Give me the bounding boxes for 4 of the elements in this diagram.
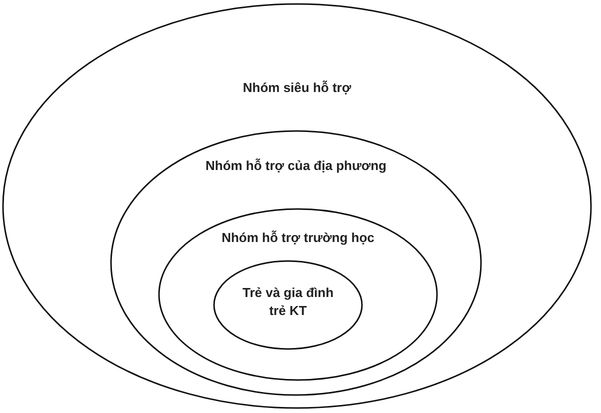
group-label: Nhóm hỗ trợ của địa phương xyxy=(204,157,388,175)
group-label: Nhóm hỗ trợ trường học xyxy=(220,229,376,247)
group-label: Nhóm siêu hỗ trợ xyxy=(242,79,352,97)
group-label: Trẻ và gia đình trẻ KT xyxy=(241,284,335,320)
